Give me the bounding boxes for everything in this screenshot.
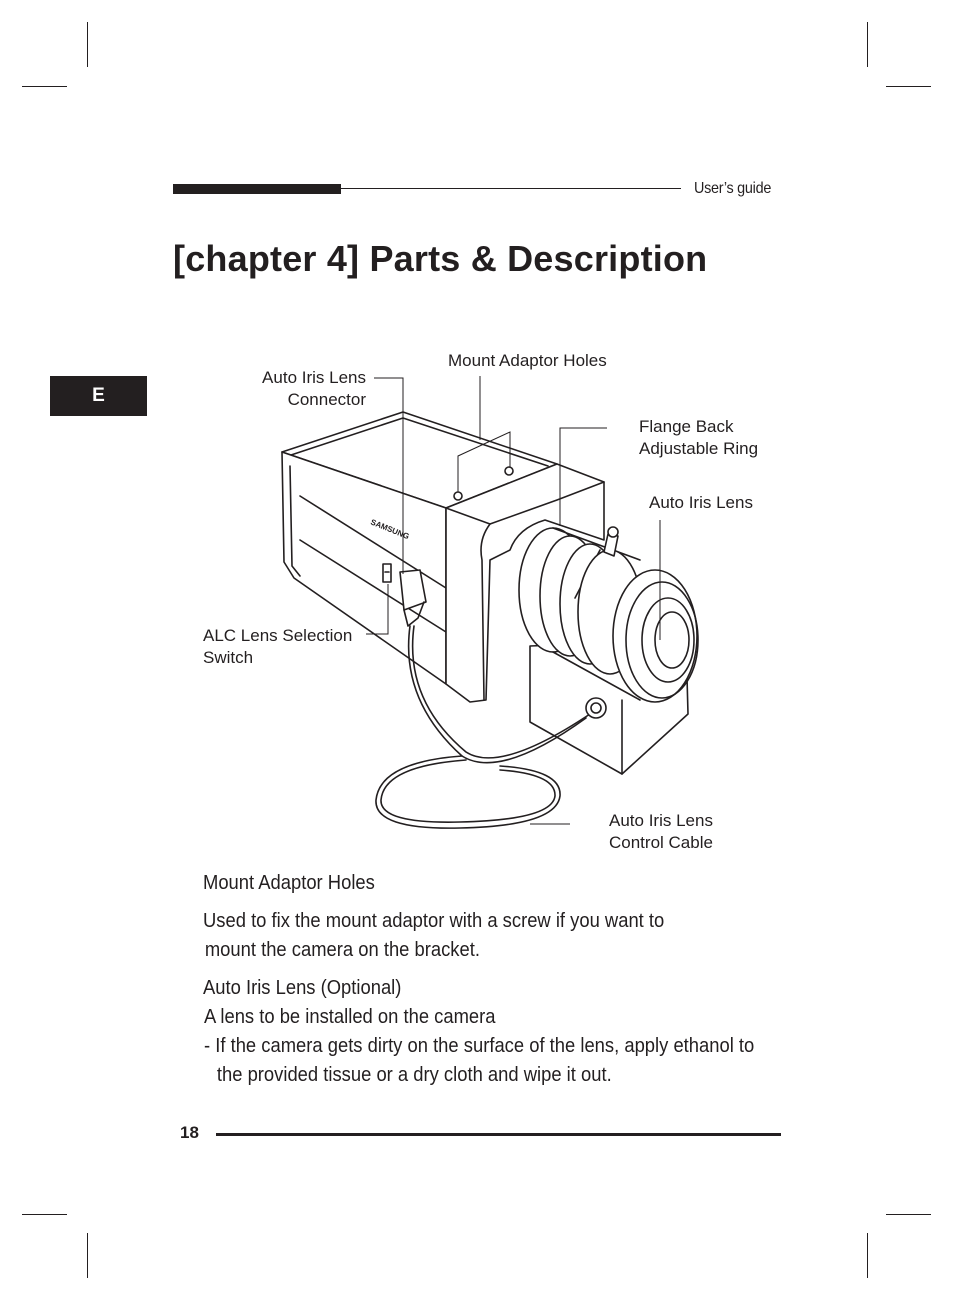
desc-body-mount-adaptor: Used to fix the mount adaptor with a scr… bbox=[203, 910, 665, 961]
crop-mark bbox=[87, 22, 88, 67]
label-mount-adaptor-holes: Mount Adaptor Holes bbox=[448, 351, 607, 370]
desc-heading-mount-adaptor: Mount Adaptor Holes bbox=[203, 872, 375, 894]
header-rule-thin bbox=[341, 188, 681, 189]
label-alc-switch: ALC Lens Selection Switch bbox=[203, 626, 353, 667]
page-number: 18 bbox=[180, 1123, 199, 1142]
desc-heading-auto-iris: Auto Iris Lens (Optional) bbox=[203, 977, 402, 999]
crop-mark bbox=[886, 86, 931, 87]
label-flange-back-ring: Flange Back Adjustable Ring bbox=[639, 417, 759, 458]
label-auto-iris-lens: Auto Iris Lens bbox=[649, 493, 753, 512]
crop-mark bbox=[886, 1214, 931, 1215]
desc-body-auto-iris: A lens to be installed on the camera - I… bbox=[204, 1006, 755, 1086]
crop-mark bbox=[87, 1233, 88, 1278]
crop-mark bbox=[22, 86, 67, 87]
crop-mark bbox=[867, 22, 868, 67]
language-tab: E bbox=[50, 376, 147, 416]
label-control-cable: Auto Iris Lens Control Cable bbox=[609, 811, 713, 852]
header-guide-label: User’s guide bbox=[694, 180, 772, 197]
header-rule-thick bbox=[173, 184, 341, 194]
crop-mark bbox=[867, 1233, 868, 1278]
page-title: [chapter 4] Parts & Description bbox=[173, 238, 708, 279]
footer-rule bbox=[216, 1133, 781, 1136]
label-auto-iris-lens-connector: Auto Iris Lens Connector bbox=[262, 368, 366, 409]
crop-mark bbox=[22, 1214, 67, 1215]
